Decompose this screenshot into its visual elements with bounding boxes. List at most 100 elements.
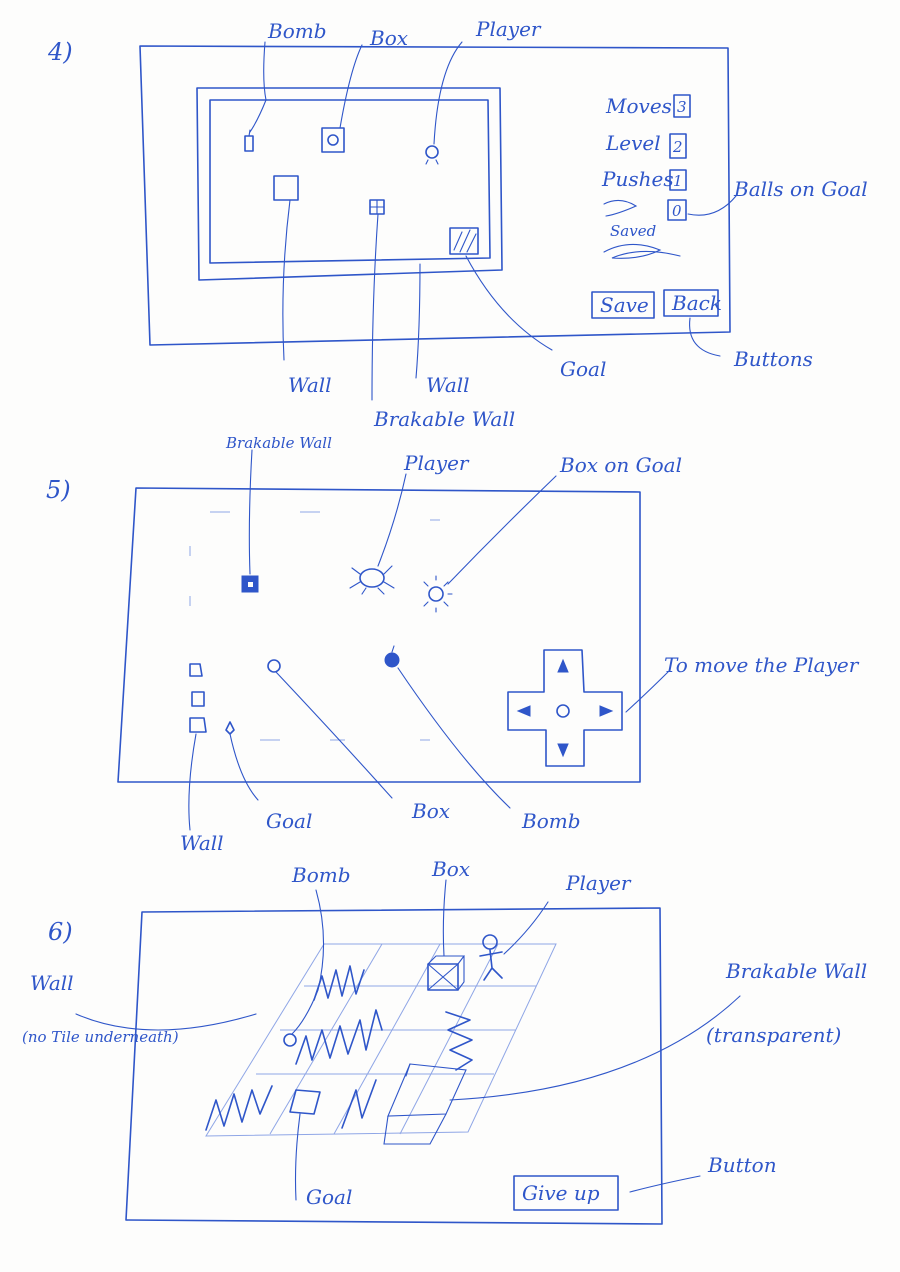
- breakable-wall-icon: [369, 199, 385, 215]
- label-breakable-note: (transparent): [706, 1023, 841, 1047]
- leader-player-5: [377, 473, 407, 567]
- leader-box-5: [275, 671, 393, 799]
- leader-balls-on-goal: [687, 195, 737, 216]
- label-breakable-wall-6: Brakable Wall: [725, 959, 867, 983]
- back-button[interactable]: Back: [663, 289, 722, 317]
- dpad-up-arrow[interactable]: [557, 658, 569, 673]
- stat-level-value: 2: [672, 138, 683, 156]
- label-goal: Goal: [560, 357, 606, 381]
- stat-moves-label: Moves: [605, 94, 672, 118]
- save-button-label: Save: [600, 293, 649, 317]
- screen-frame-5: [117, 487, 641, 783]
- stat-saved-box: [667, 199, 687, 221]
- goal-icon-5: [225, 721, 235, 735]
- label-box-5: Box: [411, 799, 450, 823]
- give-up-button[interactable]: Give up: [513, 1175, 619, 1211]
- label-box: Box: [369, 26, 408, 50]
- scribble-out-2: [603, 243, 681, 259]
- goal-tile: [449, 227, 479, 255]
- player-icon: [425, 145, 439, 165]
- label-button-6: Button: [707, 1153, 777, 1177]
- save-button[interactable]: Save: [591, 291, 655, 319]
- leader-bomb-5: [397, 667, 511, 809]
- leader-bomb-6: [291, 889, 325, 1035]
- box-icon-6: [427, 955, 466, 991]
- bomb-icon-5: [384, 645, 400, 668]
- label-breakable-wall: Brakable Wall: [373, 407, 515, 431]
- sketch-5-number: 5): [46, 476, 71, 504]
- wall-6e: [341, 1079, 377, 1129]
- bomb-icon: [244, 129, 254, 152]
- leader-box-6: [442, 879, 447, 957]
- wall-tiles-5: [189, 663, 207, 733]
- stat-pushes-box: [669, 169, 687, 191]
- dpad-right-arrow[interactable]: [599, 705, 614, 717]
- label-move-player-text: To move the Player: [664, 653, 860, 677]
- label-box-6: Box: [431, 857, 470, 881]
- sketch-6-number: 6): [48, 918, 73, 946]
- label-bomb-5: Bomb: [521, 809, 581, 833]
- sketch-6: 6) Bomb Box Player: [22, 857, 867, 1225]
- label-wall-6: Wall: [30, 971, 74, 995]
- box-icon: [321, 127, 345, 153]
- label-balls-on-goal: Balls on Goal: [733, 177, 868, 201]
- stats-panel: Moves 3 Level 2 Pushes 1 0 Saved: [601, 94, 691, 259]
- sketch-4: 4) Bomb: [47, 17, 868, 431]
- stat-pushes-label: Pushes: [601, 167, 674, 191]
- label-breakable-wall-5: Brakable Wall: [225, 434, 332, 452]
- wall-6d: [445, 1011, 473, 1071]
- breakable-wall-transparent: [383, 1063, 467, 1145]
- leader-buttons: [689, 317, 721, 357]
- leader-wall: [282, 199, 291, 361]
- bomb-icon-6: [283, 1033, 297, 1047]
- leader-box-on-goal: [447, 475, 557, 585]
- wall-6c: [205, 1085, 273, 1131]
- game-area-outer: [196, 87, 503, 281]
- leader-breakable-wall-5: [248, 449, 253, 575]
- wall-tile: [273, 175, 299, 201]
- screen-frame: [139, 45, 731, 346]
- screen-frame-6: [125, 907, 663, 1225]
- leader-breakable-wall-6: [449, 995, 741, 1101]
- leader-player-6: [503, 901, 549, 955]
- stat-saved-value: 0: [672, 202, 682, 220]
- box-icon-5: [267, 659, 281, 673]
- label-wall: Wall: [288, 373, 332, 397]
- stat-level-box: [669, 133, 687, 159]
- leader-wall-2: [415, 263, 421, 379]
- leader-box: [339, 44, 363, 129]
- dpad[interactable]: [507, 649, 623, 767]
- label-player-5: Player: [403, 451, 470, 475]
- label-player: Player: [475, 17, 542, 41]
- scribble-out: [603, 199, 638, 217]
- player-icon-6: [479, 934, 503, 981]
- wall-6b: [295, 1009, 383, 1065]
- leader-goal-6: [294, 1113, 301, 1201]
- leader-dpad: [625, 669, 671, 713]
- give-up-button-label: Give up: [522, 1181, 600, 1205]
- label-move-player: To move the Player: [664, 653, 860, 677]
- leader-wall-6: [75, 1013, 257, 1031]
- label-wall-note: (no Tile underneath): [22, 1028, 179, 1046]
- stat-moves-box: [673, 94, 691, 118]
- label-wall-5: Wall: [180, 831, 224, 855]
- leader-breakable-wall: [371, 213, 379, 401]
- stat-moves-value: 3: [677, 98, 687, 116]
- isometric-grid: [205, 943, 557, 1137]
- label-wall-2: Wall: [426, 373, 470, 397]
- player-icon-5: [349, 565, 395, 595]
- wall-6a: [313, 965, 365, 1001]
- sketch-5: 5) Brakable Wall Player Box on Goal: [46, 434, 860, 855]
- goal-icon-6: [289, 1089, 321, 1115]
- label-goal-6: Goal: [306, 1185, 352, 1209]
- label-bomb-6: Bomb: [291, 863, 351, 887]
- dpad-left-arrow[interactable]: [516, 705, 531, 717]
- game-area-inner: [209, 99, 491, 264]
- leader-player: [433, 41, 463, 145]
- label-bomb: Bomb: [267, 19, 327, 43]
- dpad-center[interactable]: [556, 704, 570, 718]
- faint-grid-marks: [189, 511, 440, 741]
- leader-bomb: [249, 41, 267, 133]
- label-player-6: Player: [565, 871, 632, 895]
- dpad-down-arrow[interactable]: [557, 743, 569, 758]
